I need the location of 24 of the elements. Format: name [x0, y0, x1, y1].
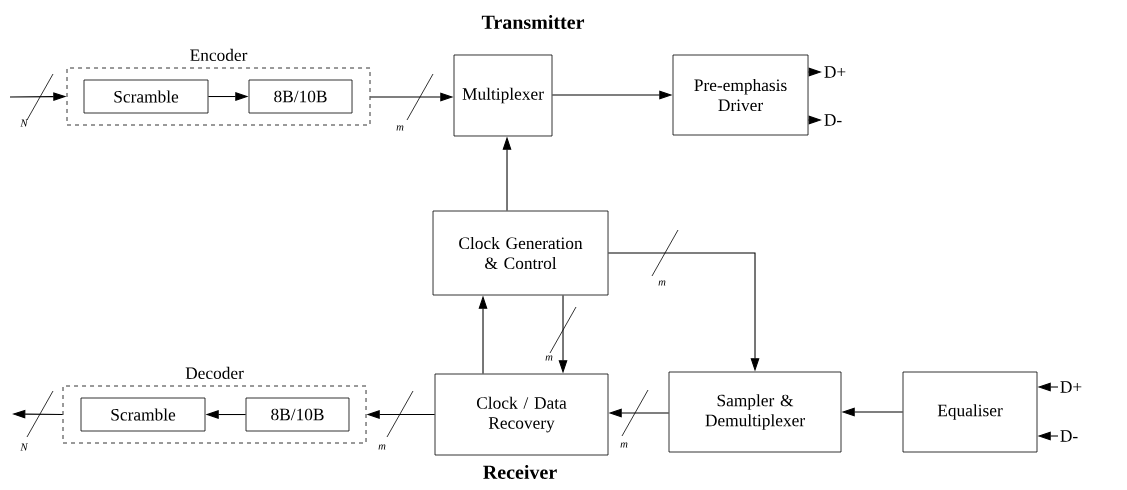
bus-width-label: m [396, 125, 404, 131]
bus-width-label: N [20, 119, 29, 127]
process-box: Scramble [80, 397, 206, 432]
bus-width-label: m [620, 442, 628, 448]
process-box: Scramble [83, 79, 209, 114]
bus-width-label: m [658, 280, 666, 286]
title: Transmitter [481, 15, 585, 30]
process-box: Multiplexer [453, 54, 553, 137]
bus-width-label: N [20, 443, 29, 451]
terminal-label: D+ [1060, 381, 1082, 393]
bus-width-label: m [545, 355, 553, 361]
group-heading: Decoder [185, 366, 244, 380]
process-box: Clock / Data Recovery [434, 373, 609, 456]
process-box: 8B/10B [248, 79, 353, 114]
process-box: Pre-emphasis Driver [672, 54, 809, 136]
process-box: Equaliser [902, 371, 1038, 453]
process-box: Sampler & Demultiplexer [668, 371, 842, 453]
process-box: Clock Generation & Control [432, 210, 609, 296]
process-box: 8B/10B [245, 397, 350, 432]
bus-width-label: m [378, 444, 386, 450]
group-heading: Encoder [190, 48, 248, 61]
terminal-label: D- [824, 114, 842, 126]
terminal-label: D- [1060, 430, 1078, 442]
terminal-label: D+ [824, 66, 846, 78]
